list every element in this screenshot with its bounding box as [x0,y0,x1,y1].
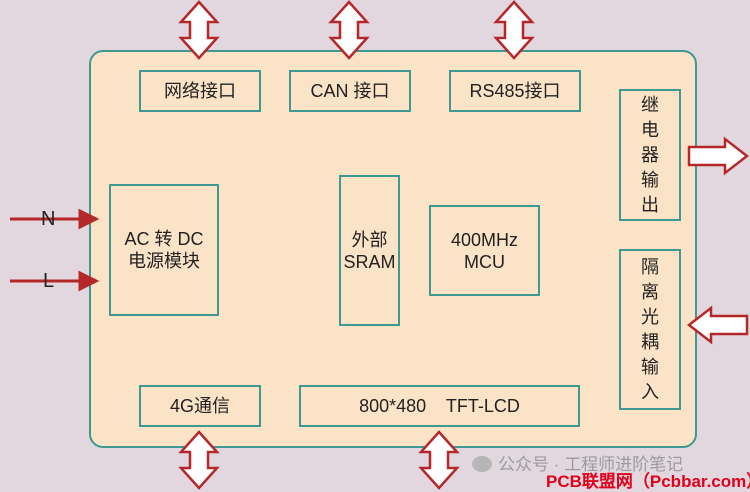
network-double-arrow [178,0,220,60]
wechat-icon [472,456,492,472]
mcu-label-line1: 400MHz [450,229,519,250]
relay-char: 器 [641,144,659,165]
mcu-label-line2: MCU [464,251,505,272]
relay-output-arrow [687,136,750,176]
sram-label-line1: 外部 [351,229,388,250]
network-interface-block: 网络接口 [139,70,261,112]
wechat-account-text: 公众号 · 工程师进阶笔记 [498,455,684,474]
n-input-arrowhead [78,208,100,230]
relay-char: 继 [641,94,659,115]
tft-lcd-block: 800*480 TFT-LCD [299,385,580,427]
opto-char: 光 [641,306,659,327]
mcu-block: 400MHz MCU [429,205,540,296]
opto-char: 隔 [641,256,659,277]
rs485-interface-block: RS485接口 [449,70,581,112]
ac-dc-label-line1: AC 转 DC [124,229,204,249]
l-input-label: L [43,270,55,292]
rs485-double-arrow [493,0,535,60]
4g-double-arrow [178,430,220,490]
4g-communication-block: 4G通信 [139,385,261,427]
opto-char: 输 [641,356,659,377]
optocoupler-input-block: 隔 离 光 耦 输 入 [619,249,681,410]
lcd-double-arrow [418,430,460,490]
n-input-label: N [41,208,56,230]
l-input-arrowhead [78,270,100,292]
opto-char: 入 [641,381,659,402]
relay-char: 输 [641,169,659,190]
can-double-arrow [328,0,370,60]
opto-input-arrow [686,305,749,345]
external-sram-block: 外部 SRAM [339,175,400,326]
wechat-watermark: 公众号 · 工程师进阶笔记 [472,450,683,475]
site-watermark: PCB联盟网（Pcbbar.com） [546,472,750,491]
opto-char: 离 [641,281,659,302]
relay-char: 电 [641,119,659,140]
relay-char: 出 [641,194,659,215]
ac-dc-power-module-block: AC 转 DC 电源模块 [109,184,219,316]
ac-dc-label-line2: 电源模块 [128,251,200,271]
sram-label-line2: SRAM [343,251,396,272]
relay-output-block: 继 电 器 输 出 [619,89,681,221]
can-interface-block: CAN 接口 [289,70,411,112]
opto-char: 耦 [641,331,659,352]
